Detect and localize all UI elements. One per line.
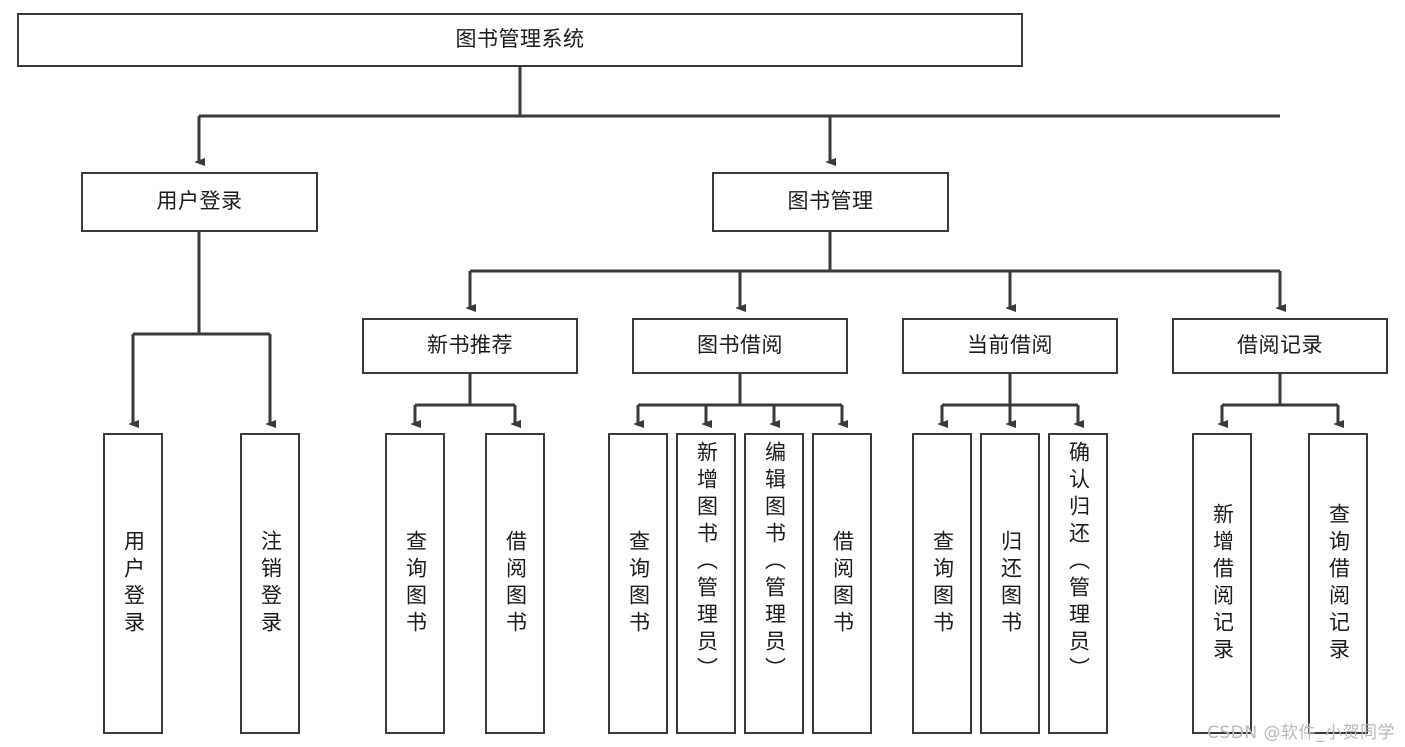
leaf-borrow-book-1-label: 借阅图书: [503, 529, 528, 638]
node-new-book-recommend[interactable]: 新书推荐: [362, 318, 578, 374]
leaf-logout[interactable]: 注销登录: [240, 433, 300, 734]
leaf-add-book[interactable]: 新增图书（管理员）: [676, 433, 736, 734]
leaf-query-book-1[interactable]: 查询图书: [385, 433, 445, 734]
leaf-confirm-return-label: 确认归还（管理员）: [1066, 441, 1091, 684]
leaf-edit-book[interactable]: 编辑图书（管理员）: [744, 433, 804, 734]
leaf-logout-label: 注销登录: [258, 529, 283, 638]
node-new-book-recommend-label: 新书推荐: [427, 333, 513, 358]
leaf-borrow-book-2[interactable]: 借阅图书: [812, 433, 872, 734]
node-borrow-record-label: 借阅记录: [1237, 333, 1323, 358]
leaf-query-book-2-label: 查询图书: [626, 529, 651, 638]
node-borrow-record[interactable]: 借阅记录: [1172, 318, 1388, 374]
leaf-add-record-label: 新增借阅记录: [1210, 502, 1235, 665]
watermark-text: CSDN @软件_小贺同学: [1207, 723, 1395, 743]
leaf-return-book-label: 归还图书: [998, 529, 1023, 638]
leaf-query-book-3-label: 查询图书: [930, 529, 955, 638]
leaf-borrow-book-1[interactable]: 借阅图书: [485, 433, 545, 734]
node-root[interactable]: 图书管理系统: [17, 13, 1023, 67]
node-current-borrow[interactable]: 当前借阅: [902, 318, 1118, 374]
leaf-query-record[interactable]: 查询借阅记录: [1308, 433, 1368, 734]
leaf-query-book-2[interactable]: 查询图书: [608, 433, 668, 734]
node-root-label: 图书管理系统: [455, 27, 585, 52]
leaf-return-book[interactable]: 归还图书: [980, 433, 1040, 734]
leaf-query-book-3[interactable]: 查询图书: [912, 433, 972, 734]
leaf-query-record-label: 查询借阅记录: [1326, 502, 1351, 665]
leaf-borrow-book-2-label: 借阅图书: [830, 529, 855, 638]
leaf-user-login[interactable]: 用户登录: [103, 433, 163, 734]
leaf-edit-book-label: 编辑图书（管理员）: [762, 441, 787, 684]
leaf-add-record[interactable]: 新增借阅记录: [1192, 433, 1252, 734]
node-book-manage[interactable]: 图书管理: [712, 172, 949, 232]
node-current-borrow-label: 当前借阅: [967, 333, 1053, 358]
node-book-borrow-label: 图书借阅: [697, 333, 783, 358]
node-user-login[interactable]: 用户登录: [81, 172, 318, 232]
leaf-add-book-label: 新增图书（管理员）: [694, 441, 719, 684]
node-user-login-label: 用户登录: [156, 189, 243, 214]
leaf-query-book-1-label: 查询图书: [403, 529, 428, 638]
node-book-manage-label: 图书管理: [787, 189, 874, 214]
node-book-borrow[interactable]: 图书借阅: [632, 318, 848, 374]
leaf-user-login-label: 用户登录: [121, 529, 146, 638]
leaf-confirm-return[interactable]: 确认归还（管理员）: [1048, 433, 1108, 734]
